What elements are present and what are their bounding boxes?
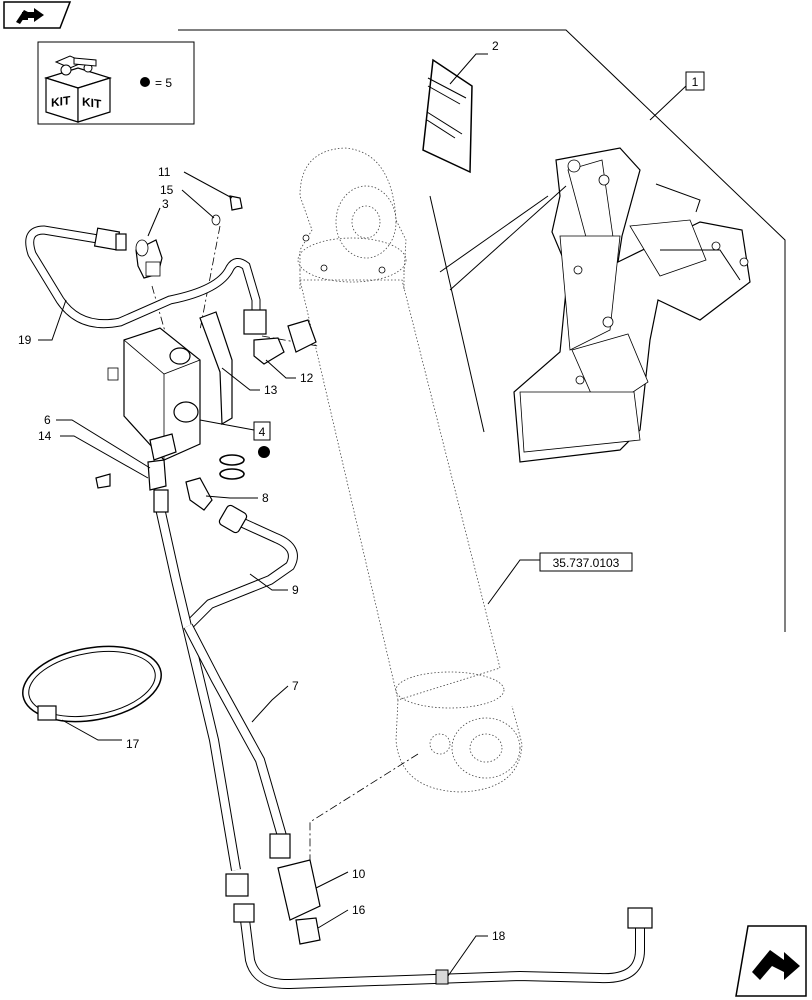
svg-text:2: 2 — [492, 39, 499, 53]
callout-15[interactable]: 15 — [160, 183, 215, 219]
reference-box[interactable] — [539, 552, 633, 572]
svg-text:7: 7 — [292, 679, 299, 693]
part-2-manual — [422, 58, 473, 174]
next-page-icon[interactable] — [735, 925, 807, 997]
kit-label-left: KIT — [51, 93, 71, 110]
callout-6[interactable]: 6 — [44, 413, 151, 469]
svg-text:13: 13 — [264, 383, 278, 397]
reference-label[interactable]: 35.737.0103 — [553, 556, 620, 570]
callout-9[interactable]: 9 — [249, 573, 299, 597]
svg-text:8: 8 — [262, 491, 269, 505]
filled-dot-icon — [140, 77, 150, 87]
part-8-elbow — [185, 477, 213, 511]
part-10-tee — [277, 859, 321, 921]
svg-text:19: 19 — [18, 333, 32, 347]
callout-1[interactable]: 1 — [649, 71, 705, 121]
previous-page-icon[interactable] — [3, 1, 72, 29]
callout-10[interactable]: 10 — [315, 867, 366, 889]
svg-text:10: 10 — [352, 867, 366, 881]
part-16-plug — [295, 917, 321, 945]
svg-text:14: 14 — [38, 429, 52, 443]
part-12-elbow — [253, 319, 317, 365]
part-3-elbow-fitting — [135, 239, 163, 279]
kit-dot-marker — [258, 446, 270, 458]
callout-4[interactable]: 4 — [199, 419, 271, 441]
callout-18[interactable]: 18 — [447, 929, 506, 977]
part-18-hose — [233, 903, 653, 990]
valve-block — [107, 327, 201, 461]
part-9-hose — [183, 504, 298, 631]
svg-text:6: 6 — [44, 413, 51, 427]
svg-text:16: 16 — [352, 903, 366, 917]
callout-11[interactable]: 11 — [158, 165, 233, 199]
callout-16[interactable]: 16 — [317, 903, 366, 929]
svg-text:12: 12 — [300, 371, 314, 385]
part-11-bolt — [229, 195, 243, 211]
callout-7[interactable]: 7 — [251, 679, 299, 723]
part-1-boom-assembly — [513, 147, 751, 463]
part-15-washer — [211, 214, 221, 226]
svg-text:18: 18 — [492, 929, 506, 943]
callout-17[interactable]: 17 — [61, 719, 140, 751]
kit-box-icon — [43, 55, 113, 123]
callout-2[interactable]: 2 — [449, 39, 499, 85]
callout-13[interactable]: 13 — [221, 367, 278, 397]
part-17-clamp — [22, 645, 162, 723]
part-13-bracket — [199, 311, 233, 426]
part-4-o-rings — [219, 446, 270, 480]
callout-3[interactable]: 3 — [147, 197, 169, 237]
part-19-hose — [25, 225, 267, 335]
svg-text:3: 3 — [162, 197, 169, 211]
svg-text:4: 4 — [259, 425, 266, 439]
part-7-hoses — [153, 489, 291, 897]
callout-12[interactable]: 12 — [265, 359, 314, 385]
svg-text:1: 1 — [692, 75, 699, 89]
part-14-screw — [95, 473, 111, 489]
svg-text:17: 17 — [126, 737, 140, 751]
kit-legend-box: KIT KIT = 5 — [37, 41, 195, 125]
callout-8[interactable]: 8 — [205, 491, 269, 505]
svg-text:11: 11 — [158, 165, 171, 179]
kit-legend-text: = 5 — [155, 76, 172, 90]
cylinder-35-737-0103 — [297, 147, 523, 793]
svg-text:9: 9 — [292, 583, 299, 597]
part-6-fitting — [147, 459, 167, 491]
callout-19[interactable]: 19 — [18, 299, 67, 347]
callout-14[interactable]: 14 — [38, 429, 149, 479]
svg-text:15: 15 — [160, 183, 174, 197]
kit-label-right: KIT — [82, 95, 102, 112]
